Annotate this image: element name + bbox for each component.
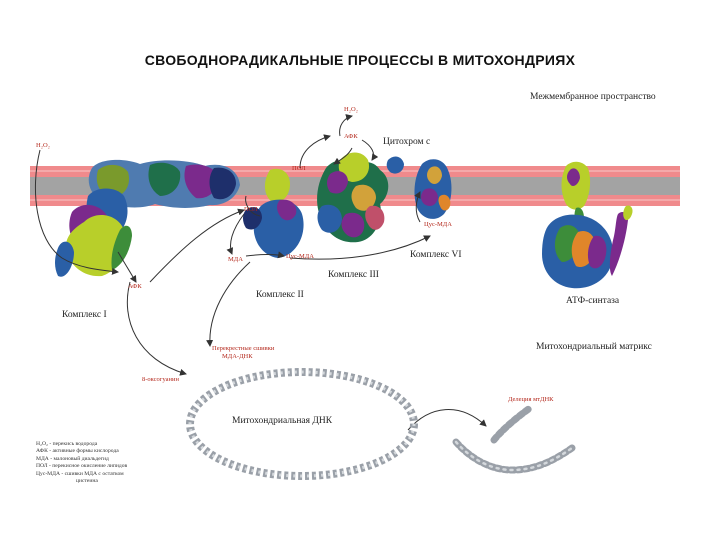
legend-item: H₂O₂ - перекись водорода xyxy=(36,441,98,447)
mda-marker: МДА xyxy=(228,256,243,263)
oxoguanine-marker: 8-оксогуанин xyxy=(142,376,179,383)
pol-top-marker: ПОЛ xyxy=(292,165,306,172)
complex-3-protein xyxy=(317,152,389,243)
atp-synthase-label: АТФ-синтаза xyxy=(566,296,620,306)
afk-left-marker: АФК xyxy=(128,283,142,290)
abbreviation-legend: H₂O₂ - перекись водорода АФК - активные … xyxy=(36,441,196,485)
legend-item: цистеина xyxy=(76,478,98,485)
complex-3-label: Комплекс III xyxy=(328,270,379,280)
mtdna-label: Митохондриальная ДНК xyxy=(232,416,333,426)
cys-mda-marker-1: Цyc-МДА xyxy=(286,253,314,260)
complex-4-protein xyxy=(414,159,452,219)
cys-mda-marker-2: Цyc-МДА xyxy=(424,221,452,228)
cytochrome-c-label: Цитохром c xyxy=(383,137,431,147)
complex-4-label: Комплекс VI xyxy=(410,250,462,260)
intermembrane-space-label: Межмембранное пространство xyxy=(530,92,656,102)
mtdna-ring xyxy=(186,368,418,480)
h2o2-left-marker: H₂O₂ xyxy=(36,142,50,149)
legend-item: ПОЛ - перекисное окисление липидов xyxy=(36,463,128,470)
crosslinks-mda-dna-marker: МДА-ДНК xyxy=(222,353,253,360)
complex-1-label: Комплекс I xyxy=(62,310,107,320)
reaction-arrows xyxy=(34,114,487,431)
complex-2-protein xyxy=(243,168,304,258)
complex-1-protein xyxy=(55,159,240,277)
h2o2-top-marker: H₂O₂ xyxy=(344,106,358,113)
complex-2-label: Комплекс II xyxy=(256,290,304,300)
legend-item: МДА - малоновый диальдегид xyxy=(36,455,109,462)
pol-mid-marker: ПОЛ xyxy=(244,206,258,213)
mtdna-deletion-label: Делеция мтДНК xyxy=(508,396,554,403)
page-title: СВОБОДНОРАДИКАЛЬНЫЕ ПРОЦЕССЫ В МИТОХОНДР… xyxy=(144,52,576,68)
legend-item: АФК - активные формы кислорода xyxy=(36,448,119,455)
crosslinks-marker: Перекрестные сшивки xyxy=(212,345,275,352)
legend-item: Цyc-МДА - сшивки МДА с остатком xyxy=(36,470,124,477)
afk-top-marker: АФК xyxy=(344,133,358,140)
atp-synthase-protein xyxy=(542,161,633,289)
matrix-label: Митохондриальный матрикс xyxy=(536,342,652,352)
mtdna-fragments xyxy=(452,404,576,474)
cytochrome-c-protein xyxy=(386,156,404,174)
